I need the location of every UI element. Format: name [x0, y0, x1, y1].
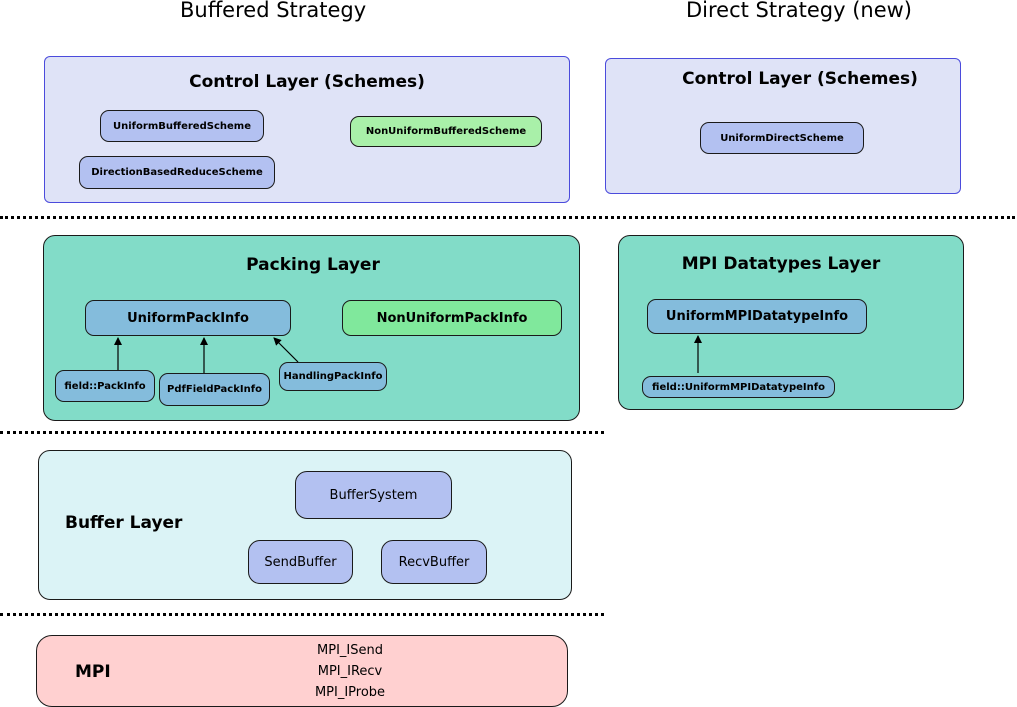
mpi-iprobe-label: MPI_IProbe — [314, 685, 386, 700]
direction-based-reduce-scheme-node[interactable]: DirectionBasedReduceScheme — [79, 156, 275, 189]
direct-control-layer-title: Control Layer (Schemes) — [682, 69, 918, 89]
buffered-strategy-title: Buffered Strategy — [180, 0, 367, 22]
mpi-layer-title: MPI — [75, 662, 111, 682]
arrow-handling-pack-info — [273, 337, 299, 363]
mpi-layer — [36, 635, 568, 707]
buffered-control-layer-title: Control Layer (Schemes) — [189, 72, 425, 92]
packing-layer-title: Packing Layer — [246, 255, 380, 275]
mpi-isend-label: MPI_ISend — [317, 643, 383, 658]
mpi-calls: MPI_ISend MPI_IRecv MPI_IProbe — [250, 640, 450, 703]
layer-divider — [0, 216, 1015, 219]
uniform-mpi-datatype-info-node[interactable]: UniformMPIDatatypeInfo — [647, 299, 867, 334]
buffer-layer-title: Buffer Layer — [65, 513, 183, 533]
field-pack-info-node[interactable]: field::PackInfo — [55, 370, 155, 402]
pdf-field-pack-info-node[interactable]: PdfFieldPackInfo — [159, 373, 270, 406]
buffer-system-node[interactable]: BufferSystem — [295, 471, 452, 519]
field-uniform-mpi-datatype-info-node[interactable]: field::UniformMPIDatatypeInfo — [642, 376, 835, 398]
layer-divider — [0, 431, 604, 434]
nonuniform-pack-info-node[interactable]: NonUniformPackInfo — [342, 300, 562, 336]
layer-divider — [0, 613, 604, 616]
send-buffer-node[interactable]: SendBuffer — [248, 540, 353, 584]
mpi-datatypes-layer-title: MPI Datatypes Layer — [681, 254, 881, 274]
mpi-irecv-label: MPI_IRecv — [317, 664, 383, 679]
uniform-direct-scheme-node[interactable]: UniformDirectScheme — [700, 122, 864, 154]
nonuniform-buffered-scheme-node[interactable]: NonUniformBufferedScheme — [350, 116, 542, 147]
recv-buffer-node[interactable]: RecvBuffer — [381, 540, 487, 584]
direct-strategy-title: Direct Strategy (new) — [686, 0, 912, 22]
uniform-pack-info-node[interactable]: UniformPackInfo — [85, 300, 291, 336]
handling-pack-info-node[interactable]: HandlingPackInfo — [279, 362, 387, 391]
uniform-buffered-scheme-node[interactable]: UniformBufferedScheme — [100, 110, 264, 142]
